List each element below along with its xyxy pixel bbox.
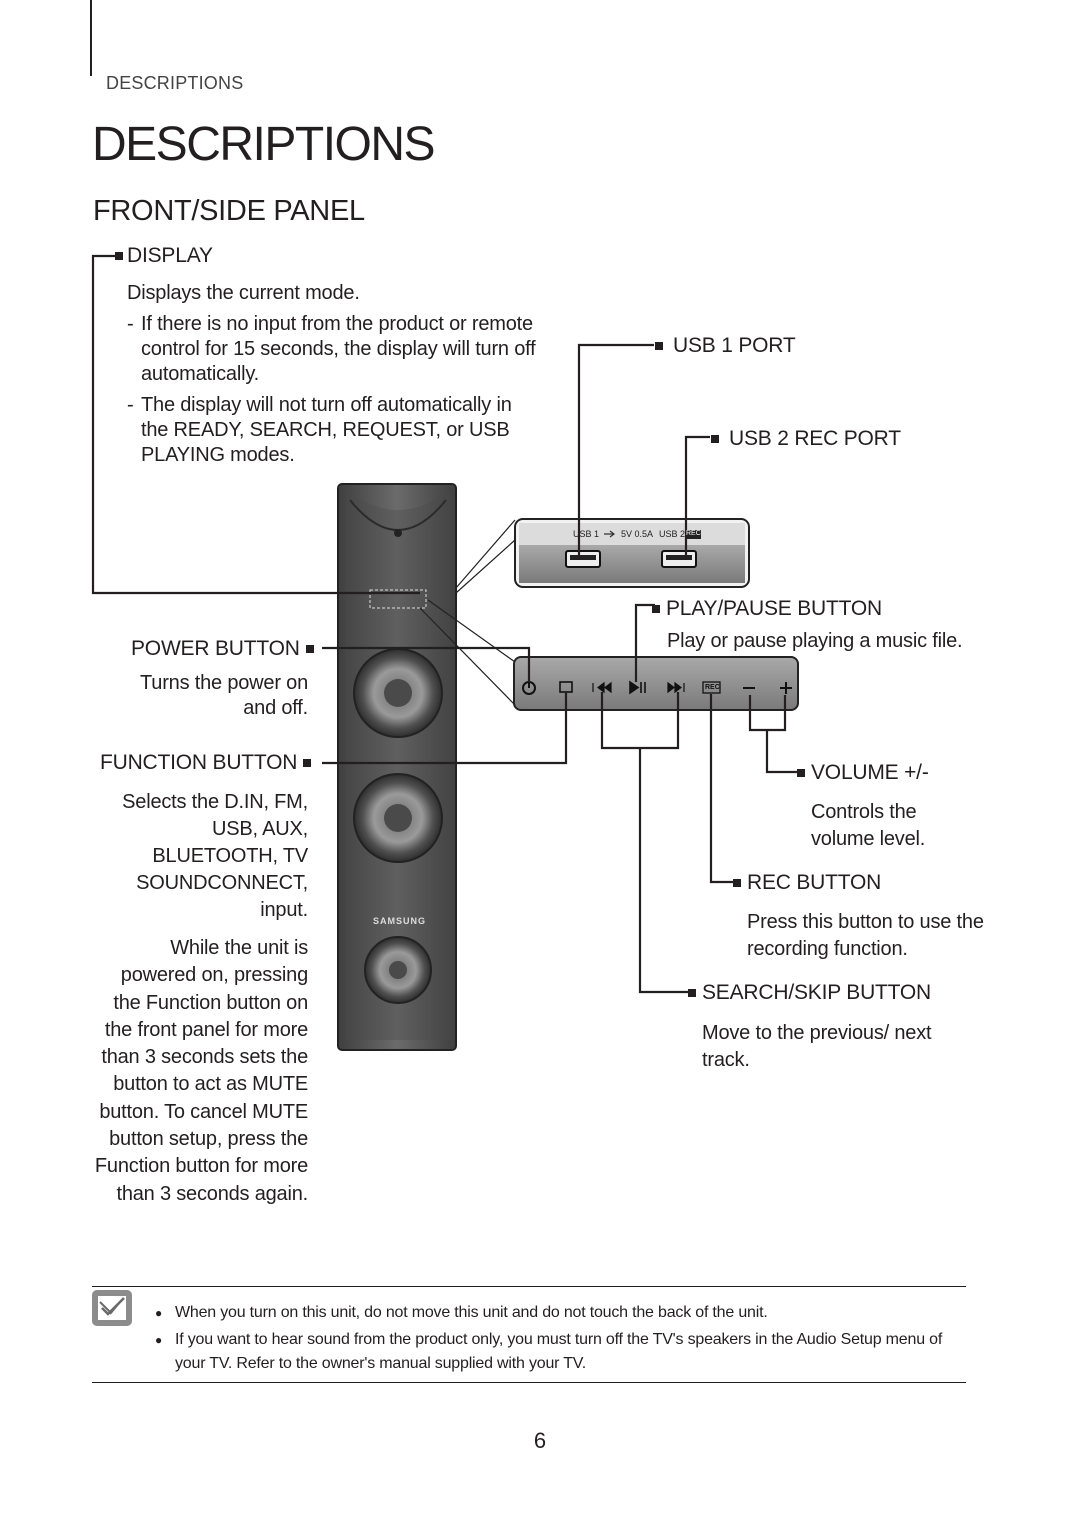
function-label: FUNCTION BUTTON bbox=[100, 751, 312, 775]
sensor-dot bbox=[394, 529, 402, 537]
display-desc: Displays the current mode. bbox=[127, 282, 360, 304]
display-bullet-1: -If there is no input from the product o… bbox=[127, 313, 536, 385]
notes-top-rule bbox=[92, 1286, 966, 1287]
notes-bottom-rule bbox=[92, 1382, 966, 1383]
rec-icon bbox=[702, 681, 721, 694]
power-label: POWER BUTTON bbox=[131, 637, 314, 661]
function-desc-2: While the unit is powered on, pressing t… bbox=[94, 937, 308, 1205]
note-item-1: ●When you turn on this unit, do not move… bbox=[155, 1304, 768, 1321]
power-desc: Turns the power on and off. bbox=[140, 672, 308, 719]
display-window bbox=[369, 589, 427, 609]
rec-button-label: REC bbox=[705, 684, 720, 691]
skip-forward-icon bbox=[667, 681, 685, 694]
skip-back-icon bbox=[592, 681, 612, 694]
usb1-panel-label: USB 1 bbox=[573, 529, 600, 539]
callout-lines bbox=[91, 254, 798, 994]
section-heading: FRONT/SIDE PANEL bbox=[93, 195, 365, 227]
function-desc-1: Selects the D.IN, FM, USB, AUX, BLUETOOT… bbox=[122, 791, 308, 921]
control-strip bbox=[513, 656, 799, 711]
usb-rec-badge: REC bbox=[686, 530, 701, 537]
play-pause-desc: Play or pause playing a music file. bbox=[667, 630, 963, 652]
page-title: DESCRIPTIONS bbox=[92, 118, 436, 171]
search-skip-desc: Move to the previous/ next track. bbox=[702, 1022, 932, 1071]
header-rule bbox=[90, 0, 92, 76]
usb1-port-label: USB 1 PORT bbox=[655, 334, 796, 358]
note-icon bbox=[90, 1288, 134, 1328]
usb2-panel-label: USB 2 bbox=[659, 529, 686, 539]
usb2-rec-port-label: USB 2 REC PORT bbox=[711, 427, 901, 451]
usb-symbol-icon bbox=[604, 530, 615, 538]
usb-spec-label: 5V 0.5A bbox=[621, 529, 654, 539]
rec-label: REC BUTTON bbox=[733, 871, 881, 895]
zoom-lines bbox=[419, 519, 516, 706]
page-number: 6 bbox=[533, 1428, 547, 1453]
play-pause-label: PLAY/PAUSE BUTTON bbox=[652, 597, 882, 621]
display-bullets: -If there is no input from the product o… bbox=[127, 312, 537, 468]
display-bullet-2: -The display will not turn off automatic… bbox=[127, 394, 512, 466]
note-item-2: ●If you want to hear sound from the prod… bbox=[155, 1331, 943, 1372]
section-tag: DESCRIPTIONS bbox=[106, 73, 244, 93]
speaker-tower bbox=[337, 483, 457, 1051]
usb-panel bbox=[514, 518, 750, 588]
display-label: DISPLAY bbox=[115, 244, 213, 268]
rec-desc: Press this button to use the recording f… bbox=[747, 911, 984, 960]
search-skip-label: SEARCH/SKIP BUTTON bbox=[688, 981, 931, 1005]
volume-label: VOLUME +/- bbox=[797, 761, 929, 785]
play-pause-icon bbox=[629, 680, 646, 695]
volume-desc: Controls the volume level. bbox=[811, 801, 926, 850]
speaker-brand-logo: SAMSUNG bbox=[373, 916, 427, 926]
